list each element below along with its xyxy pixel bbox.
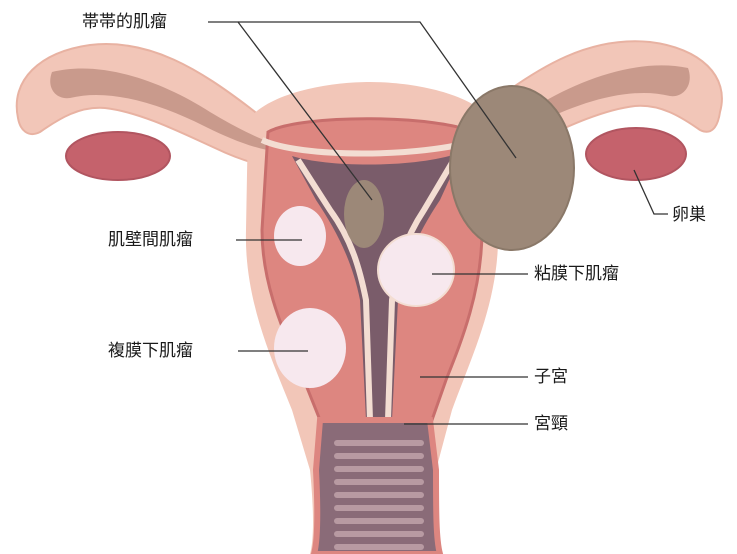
subserosal-fibroid: [274, 308, 346, 388]
intramural-fibroid: [274, 206, 326, 266]
cervix-ring: [334, 492, 424, 498]
cervix-ring: [334, 544, 424, 550]
label-submucosal-fibroid: 粘膜下肌瘤: [534, 264, 619, 284]
cervix-ring: [334, 440, 424, 446]
label-uterus: 子宮: [534, 367, 568, 387]
cervix-ring: [334, 518, 424, 524]
label-cervix: 宮頸: [534, 414, 568, 434]
right-ovary: [586, 128, 686, 180]
cervix-rings: [334, 440, 424, 550]
label-intramural-fibroid: 肌壁間肌瘤: [108, 230, 193, 250]
cervix-ring: [334, 466, 424, 472]
label-subserosal-fibroid: 複膜下肌瘤: [108, 341, 193, 361]
cervix: [314, 420, 440, 554]
cervix-ring: [334, 531, 424, 537]
left-ovary: [66, 132, 170, 180]
cervix-ring: [334, 479, 424, 485]
label-ovary: 卵巣: [672, 205, 706, 225]
label-pedunculated-fibroid: 帯帯的肌瘤: [82, 12, 167, 32]
submucosal-fibroid: [378, 234, 454, 306]
cervix-ring: [334, 453, 424, 459]
cervix-ring: [334, 505, 424, 511]
pedunculated-fibroid-outer: [450, 86, 574, 250]
